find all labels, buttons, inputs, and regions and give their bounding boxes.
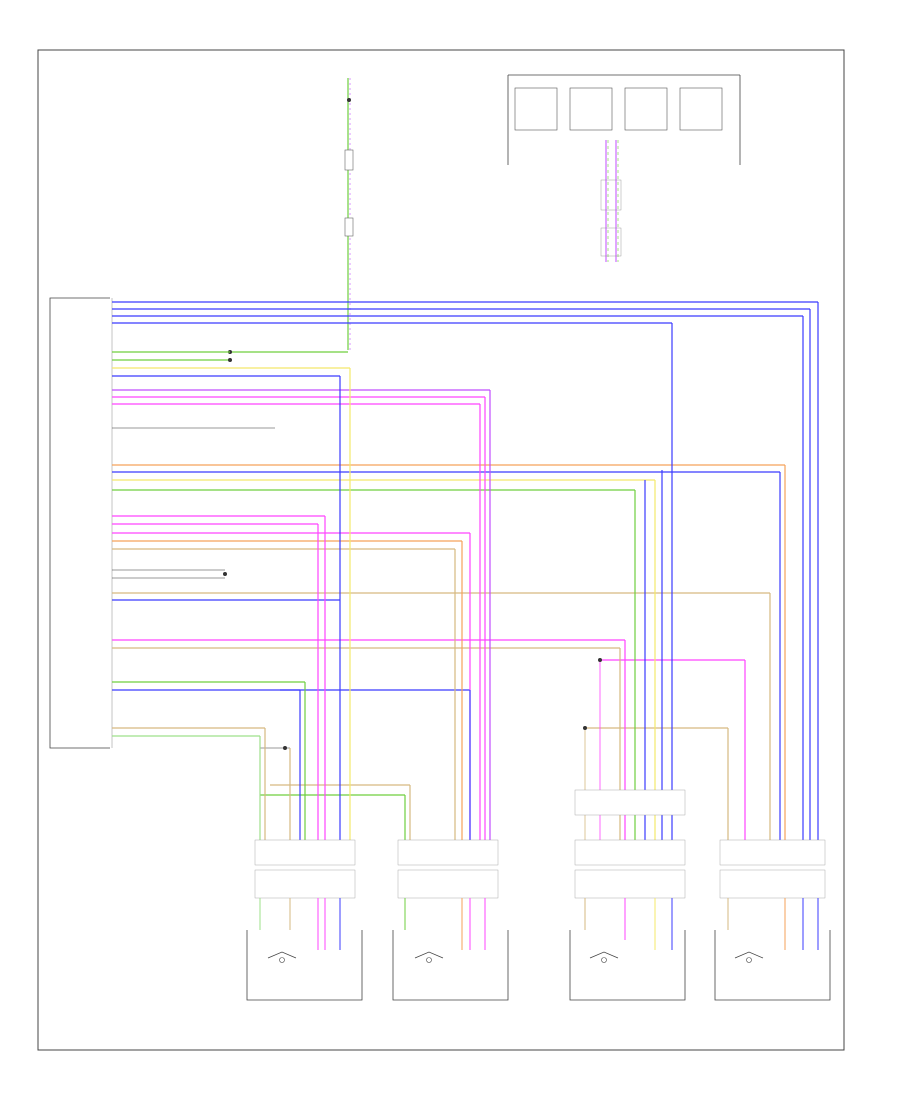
inline-connector-icon bbox=[344, 149, 354, 171]
splice-icon bbox=[283, 746, 287, 750]
connector-pin-block bbox=[254, 869, 356, 899]
seat-module-2 bbox=[392, 930, 509, 1001]
top-power-feed bbox=[228, 78, 354, 354]
connector-pin-block bbox=[574, 869, 686, 899]
motor-icon bbox=[734, 951, 764, 959]
control-module bbox=[49, 297, 113, 749]
connector-row bbox=[254, 789, 826, 899]
diagram-border bbox=[37, 49, 845, 1051]
module-sub-box-2 bbox=[569, 87, 613, 131]
splice-icon bbox=[223, 572, 227, 576]
splice-dots bbox=[223, 358, 602, 750]
seat-module-4 bbox=[714, 930, 831, 1001]
connector-pin-block bbox=[397, 869, 499, 899]
motor-icon bbox=[589, 951, 619, 959]
connector-pin-block bbox=[254, 839, 356, 866]
seat-module-1 bbox=[246, 930, 363, 1001]
splice-icon bbox=[583, 726, 587, 730]
module-sub-box-1 bbox=[514, 87, 558, 131]
fuse-icon bbox=[347, 98, 351, 102]
splice-icon bbox=[598, 658, 602, 662]
motor-icon bbox=[267, 951, 297, 959]
seat-module-3 bbox=[569, 930, 686, 1001]
connector-pin-block bbox=[719, 869, 826, 899]
wire-ends bbox=[259, 898, 819, 950]
splice-icon bbox=[228, 358, 232, 362]
connector-pin-block bbox=[397, 839, 499, 866]
inline-connector-icon bbox=[344, 217, 354, 237]
inline-connector-icon bbox=[600, 179, 622, 211]
module-sub-box-3 bbox=[624, 87, 668, 131]
motor-icon bbox=[414, 951, 444, 959]
connector-pin-block bbox=[574, 789, 686, 816]
wire-bus bbox=[112, 301, 818, 796]
module-sub-box-4 bbox=[679, 87, 723, 131]
connector-pin-block bbox=[574, 839, 686, 866]
wire-drops bbox=[259, 302, 819, 850]
connector-pin-block bbox=[719, 839, 826, 866]
inline-connector-icon bbox=[600, 227, 622, 257]
top-right-module bbox=[507, 74, 741, 262]
